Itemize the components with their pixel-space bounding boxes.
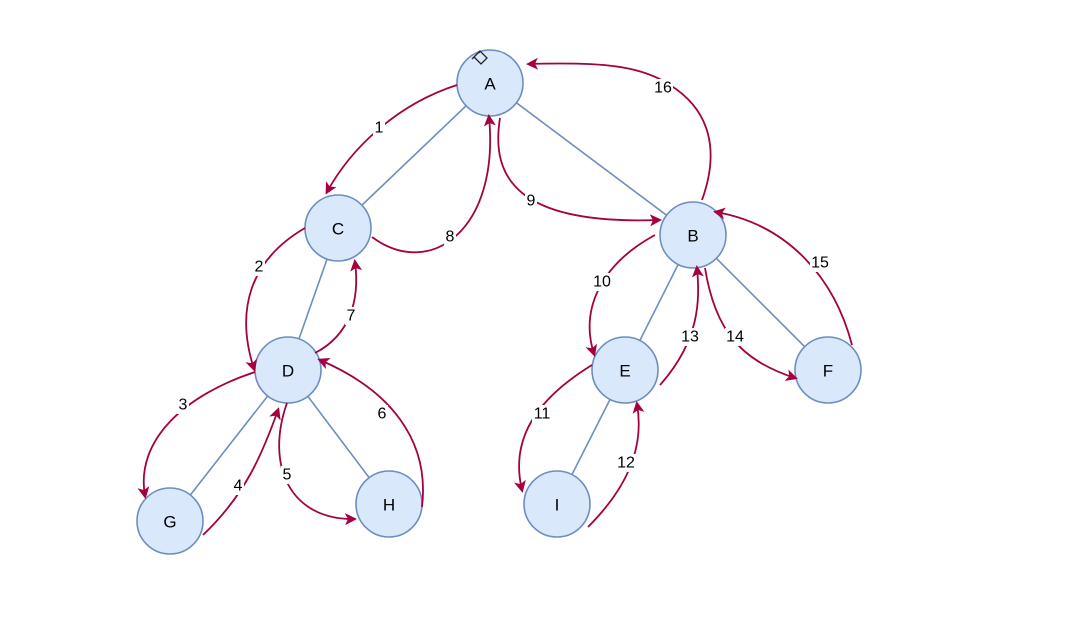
traversal-arrow (202, 407, 281, 536)
traversal-step-8[interactable]: 8 (371, 114, 496, 254)
node-a[interactable]: A (456, 49, 524, 117)
step-label-background (177, 396, 189, 414)
step-label-background (725, 328, 745, 346)
traversal-step-3[interactable]: 3 (137, 371, 256, 499)
step-number-label: 4 (234, 478, 243, 495)
step-number-label: 5 (283, 467, 292, 484)
step-number-label: 1 (375, 120, 384, 137)
node-label: E (619, 362, 630, 381)
traversal-step-16[interactable]: 16 (526, 57, 712, 201)
traversal-arrow (713, 207, 853, 346)
node-f[interactable]: F (794, 336, 862, 404)
traversal-step-13[interactable]: 13 (659, 265, 704, 386)
step-number-label: 12 (617, 455, 635, 472)
step-label-background (616, 454, 636, 472)
traversal-arrow (585, 234, 656, 357)
step-label-background (281, 466, 293, 484)
traversal-arrow (278, 402, 357, 526)
node-label: I (555, 496, 560, 515)
traversal-arrow (514, 364, 593, 493)
node-e[interactable]: E (591, 336, 659, 404)
node-label: F (823, 362, 833, 381)
traversal-step-9[interactable]: 9 (497, 117, 662, 227)
traversal-step-2[interactable]: 2 (245, 227, 306, 372)
traversal-step-15[interactable]: 15 (713, 207, 853, 346)
node-circle (591, 336, 659, 404)
step-number-label: 14 (726, 329, 744, 346)
node-circle (136, 487, 204, 555)
node-c[interactable]: C (304, 194, 372, 262)
move-cursor-icon (471, 50, 488, 65)
node-label: B (687, 227, 698, 246)
step-number-label: 15 (811, 255, 829, 272)
step-label-background (253, 258, 265, 276)
node-label: C (332, 220, 344, 239)
step-number-label: 13 (681, 329, 699, 346)
traversal-step-14[interactable]: 14 (704, 267, 798, 381)
traversal-step-10[interactable]: 10 (585, 234, 656, 357)
tree-nodes: A B C D E F G H I (136, 49, 862, 555)
step-number-label: 8 (446, 229, 455, 246)
traversal-arrow (317, 358, 424, 508)
traversal-arrow (659, 265, 704, 386)
step-number-label: 10 (593, 274, 611, 291)
step-label-background (525, 192, 537, 210)
node-g[interactable]: G (136, 487, 204, 555)
node-h[interactable]: H (355, 470, 423, 538)
traversal-step-12[interactable]: 12 (587, 401, 645, 528)
traversal-step-4[interactable]: 4 (202, 407, 281, 536)
step-number-label: 6 (378, 406, 387, 423)
step-label-background (810, 254, 830, 272)
step-label-background (653, 79, 673, 97)
step-label-background (345, 307, 357, 325)
step-number-label: 7 (347, 308, 356, 325)
traversal-arrow (245, 227, 306, 372)
step-label-background (592, 273, 612, 291)
node-label: A (484, 75, 496, 94)
step-number-label: 3 (179, 397, 188, 414)
tree-edge-a-c (337, 82, 491, 229)
step-label-background (680, 328, 700, 346)
step-number-label: 2 (255, 259, 264, 276)
step-number-label: 9 (527, 193, 536, 210)
traversal-step-7[interactable]: 7 (314, 259, 363, 354)
step-label-background (532, 405, 552, 423)
node-label: D (282, 362, 294, 381)
step-label-background (376, 405, 388, 423)
traversal-arrow (137, 371, 256, 499)
traversal-step-5[interactable]: 5 (278, 402, 357, 526)
tree-edge-a-b (489, 82, 694, 236)
traversal-step-11[interactable]: 11 (514, 364, 593, 493)
traversal-arrow (371, 114, 496, 254)
step-number-label: 16 (654, 80, 672, 97)
node-label: H (383, 496, 395, 515)
traversal-arrow (497, 117, 662, 227)
traversal-step-6[interactable]: 6 (317, 358, 424, 508)
step-label-background (373, 119, 385, 137)
node-label: G (163, 513, 176, 532)
step-label-background (232, 477, 244, 495)
node-d[interactable]: D (254, 336, 322, 404)
node-circle (523, 470, 591, 538)
traversal-step-1[interactable]: 1 (325, 84, 458, 195)
node-i[interactable]: I (523, 470, 591, 538)
step-number-label: 11 (534, 406, 551, 423)
step-label-background (444, 228, 456, 246)
